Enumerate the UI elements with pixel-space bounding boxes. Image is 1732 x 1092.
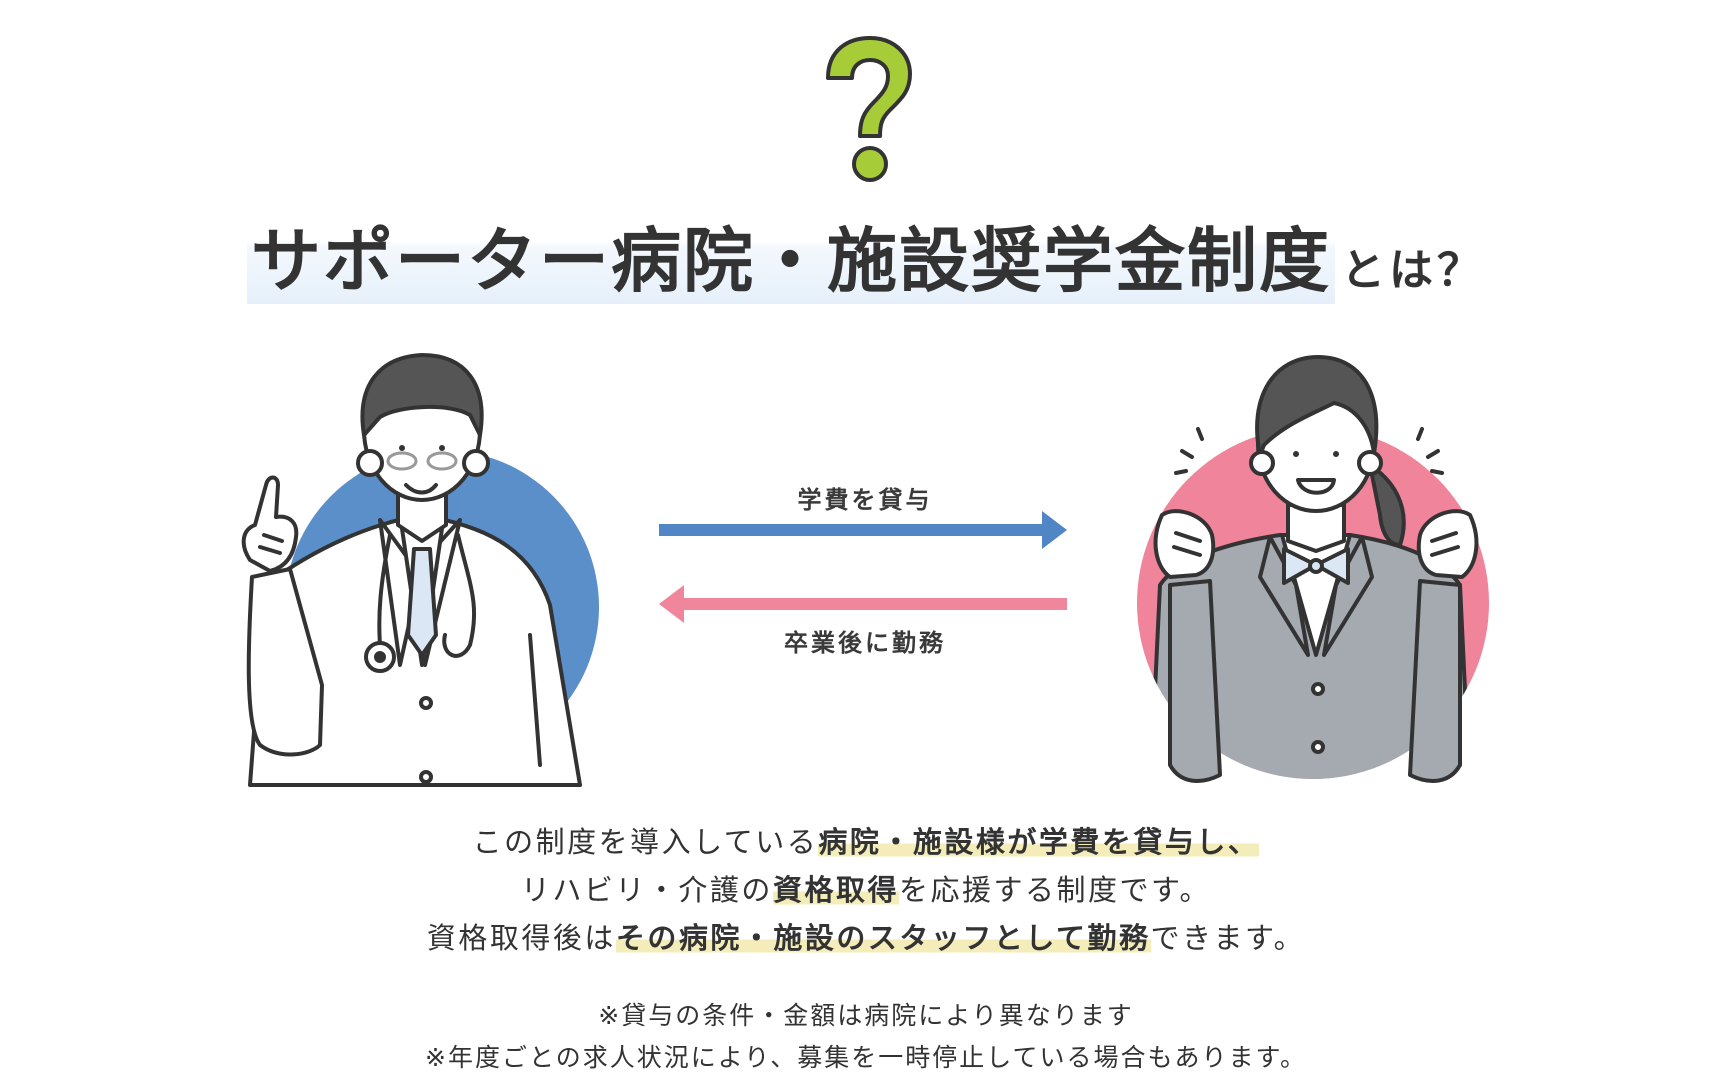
note-1: ※貸与の条件・金額は病院により異なります [598, 1001, 1134, 1030]
arrow-right-icon [659, 511, 1067, 549]
line-text: リハビリ・介護の [520, 873, 773, 907]
title-suffix: とは？ [1341, 245, 1485, 296]
description: この制度を導入している病院・施設様が学費を貸与し、 リハビリ・介護の資格取得を応… [0, 818, 1732, 962]
notes: ※貸与の条件・金額は病院により異なります ※年度ごとの求人状況により、募集を一時… [0, 995, 1732, 1079]
doctor-illustration [241, 353, 599, 787]
page-title: サポーター病院・施設奨学金制度とは？ [0, 218, 1732, 304]
highlight-text: 病院・施設様が学費を貸与し、 [818, 825, 1260, 859]
arrow-label-work: 卒業後に勤務 [784, 629, 946, 657]
title-main: サポーター病院・施設奨学金制度 [247, 218, 1335, 304]
line-text: できます。 [1150, 921, 1306, 955]
student-illustration [1137, 355, 1489, 783]
note-2: ※年度ごとの求人状況により、募集を一時停止している場合もあります。 [425, 1043, 1307, 1072]
description-line-1: この制度を導入している病院・施設様が学費を貸与し、 [0, 818, 1732, 866]
line-text: 資格取得後は [426, 921, 616, 955]
highlight-text: その病院・施設のスタッフとして勤務 [615, 921, 1151, 955]
description-line-2: リハビリ・介護の資格取得を応援する制度です。 [0, 866, 1732, 914]
line-text: この制度を導入している [472, 825, 819, 859]
question-mark-icon [826, 36, 912, 182]
description-line-3: 資格取得後はその病院・施設のスタッフとして勤務できます。 [0, 914, 1732, 962]
arrow-label-lend: 学費を貸与 [797, 486, 933, 514]
highlight-text: 資格取得 [772, 873, 899, 907]
arrow-left-icon [659, 585, 1067, 623]
line-text: を応援する制度です。 [898, 873, 1212, 907]
